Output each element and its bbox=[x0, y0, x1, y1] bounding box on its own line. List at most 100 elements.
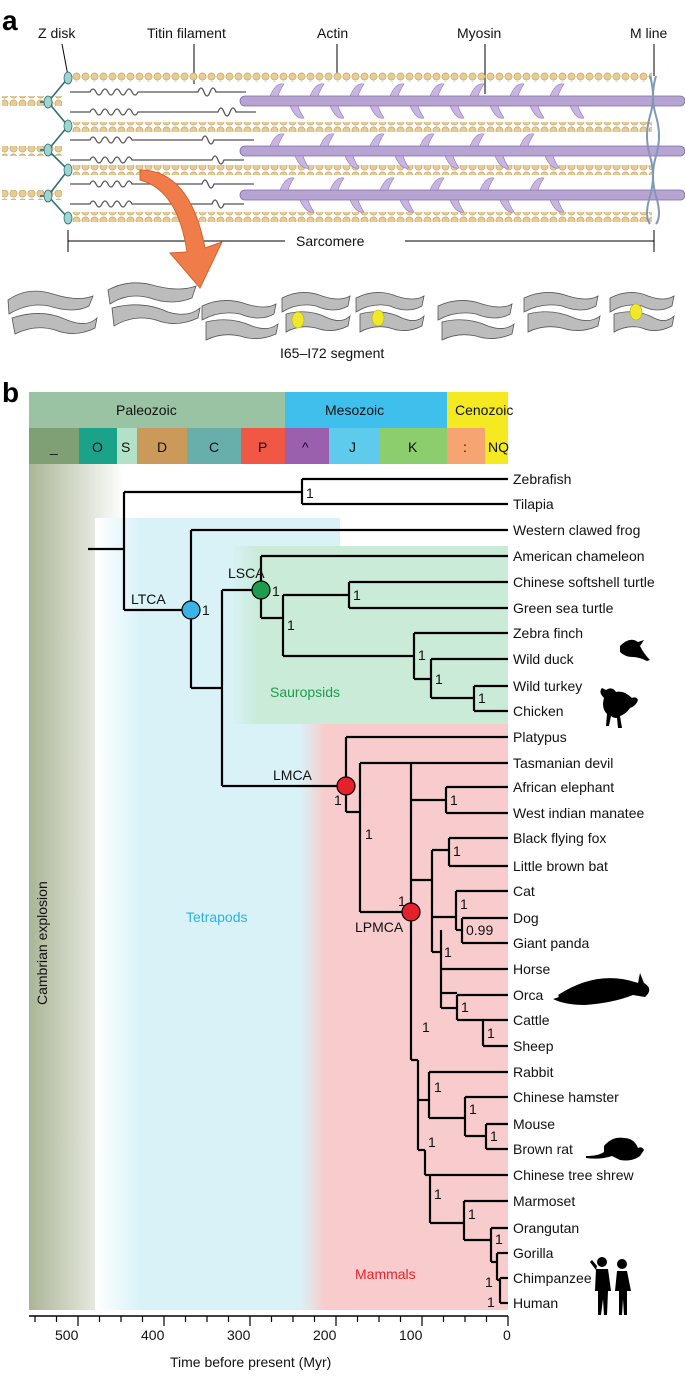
period-devonian-label: D bbox=[157, 439, 167, 455]
period-triassic-box bbox=[285, 428, 329, 464]
lsca-node bbox=[251, 580, 271, 600]
support-value: 1 bbox=[450, 792, 458, 808]
support-value-099: 0.99 bbox=[466, 922, 493, 938]
period-carboniferous-label: C bbox=[209, 439, 219, 455]
sarcomere-illustration bbox=[2, 71, 685, 225]
orca-icon bbox=[553, 973, 650, 1005]
support-value: 1 bbox=[435, 671, 443, 687]
taxon-label: West indian manatee bbox=[513, 805, 644, 821]
taxon-label: Chimpanzee bbox=[513, 1270, 592, 1286]
period-paleogene-box bbox=[447, 428, 485, 464]
period-permian-label: P bbox=[258, 439, 267, 455]
era-paleozoic-band bbox=[29, 392, 285, 428]
support-value: 1 bbox=[495, 1231, 503, 1247]
human-icon bbox=[590, 1257, 631, 1315]
taxon-label: Chinese hamster bbox=[513, 1089, 619, 1105]
taxon-label: Orca bbox=[513, 987, 544, 1003]
taxon-label: Western clawed frog bbox=[513, 522, 640, 538]
support-value: 1 bbox=[334, 792, 342, 808]
taxon-label: Sheep bbox=[513, 1038, 554, 1054]
panel-b: b Paleozoic Mesozoic Cenozoic _ O S D C … bbox=[2, 377, 655, 1370]
taxon-label: Little brown bat bbox=[513, 858, 608, 874]
taxon-label: Human bbox=[513, 1295, 558, 1311]
myosin-label: Myosin bbox=[457, 25, 501, 41]
tick-label-200: 200 bbox=[313, 1327, 337, 1343]
era-mesozoic-band bbox=[285, 392, 447, 428]
taxon-label: Dog bbox=[513, 910, 539, 926]
m-line-label: M line bbox=[630, 25, 668, 41]
support-value: 1 bbox=[398, 893, 406, 909]
taxon-label: Mouse bbox=[513, 1116, 555, 1132]
lmca-node bbox=[336, 776, 356, 796]
taxon-label: Orangutan bbox=[513, 1220, 579, 1236]
panel-a: a Z disk Titin filament Actin Myosin M l… bbox=[2, 5, 685, 361]
lpmca-label: LPMCA bbox=[355, 919, 404, 935]
support-value: 1 bbox=[453, 843, 461, 859]
taxon-label: Chinese softshell turtle bbox=[513, 574, 655, 590]
support-value: 1 bbox=[468, 1206, 476, 1222]
support-value: 1 bbox=[418, 647, 426, 663]
sarcomere-label: Sarcomere bbox=[296, 233, 365, 249]
silhouettes bbox=[553, 639, 650, 1315]
taxon-label: Zebra finch bbox=[513, 625, 583, 641]
period-neogene-box bbox=[485, 428, 508, 464]
support-value: 1 bbox=[485, 1274, 493, 1290]
era-cenozoic-label: Cenozoic bbox=[455, 402, 513, 418]
titin-filament-label: Titin filament bbox=[147, 25, 226, 41]
tick-label-500: 500 bbox=[55, 1327, 79, 1343]
era-mesozoic-label: Mesozoic bbox=[325, 402, 384, 418]
support-value: 1 bbox=[428, 1134, 436, 1150]
support-value: 1 bbox=[490, 1128, 498, 1144]
support-value: 1 bbox=[469, 1101, 477, 1117]
mammals-label: Mammals bbox=[355, 1266, 416, 1282]
tick-label-100: 100 bbox=[399, 1327, 423, 1343]
actin-label: Actin bbox=[317, 25, 348, 41]
taxon-label: African elephant bbox=[513, 779, 614, 795]
taxon-label: Chicken bbox=[513, 703, 564, 719]
segment-label: I65–I72 segment bbox=[280, 345, 384, 361]
taxon-label: Zebrafish bbox=[513, 471, 571, 487]
period-jurassic-label: J bbox=[349, 439, 356, 455]
support-value: 1 bbox=[487, 1294, 495, 1310]
ltca-label: LTCA bbox=[131, 591, 166, 607]
period-cretaceous-label: K bbox=[408, 439, 418, 455]
taxon-label: Gorilla bbox=[513, 1245, 554, 1261]
support-value: 1 bbox=[365, 826, 373, 842]
chicken-icon bbox=[600, 688, 638, 728]
protein-structure bbox=[7, 282, 675, 341]
support-value: 1 bbox=[287, 617, 295, 633]
era-paleozoic-label: Paleozoic bbox=[116, 402, 177, 418]
z-disk-label: Z disk bbox=[38, 25, 76, 41]
support-value: 1 bbox=[306, 485, 314, 501]
support-values: 1 1 1 1 1 1 1 1 1 1 1 1 1 1 0.99 1 1 1 1… bbox=[202, 485, 503, 1310]
period-cambrian-box bbox=[29, 428, 79, 464]
period-silurian-box bbox=[117, 428, 137, 464]
period-ordovician-label: O bbox=[92, 439, 103, 455]
support-value: 1 bbox=[353, 587, 361, 603]
phylogenetic-tree bbox=[88, 477, 508, 1305]
taxon-label: Black flying fox bbox=[513, 830, 606, 846]
panel-a-letter: a bbox=[2, 5, 18, 36]
period-neogene-label: NQ bbox=[488, 439, 509, 455]
period-silurian-label: S bbox=[121, 439, 130, 455]
lsca-label: LSCA bbox=[228, 565, 265, 581]
mammals-region bbox=[300, 724, 508, 1310]
taxon-label: Tilapia bbox=[513, 496, 554, 512]
support-value: 1 bbox=[478, 690, 486, 706]
taxon-label: Horse bbox=[513, 961, 551, 977]
taxon-label: Rabbit bbox=[513, 1064, 554, 1080]
support-value: 1 bbox=[444, 944, 452, 960]
support-value: 1 bbox=[434, 1186, 442, 1202]
finch-icon bbox=[620, 639, 650, 661]
taxon-label: Marmoset bbox=[513, 1193, 575, 1209]
lpmca-node bbox=[401, 902, 421, 922]
zoom-arrow-icon bbox=[139, 169, 223, 289]
support-value: 1 bbox=[460, 896, 468, 912]
time-axis: 500 400 300 200 100 0 Time before presen… bbox=[29, 1315, 511, 1370]
axis-title: Time before present (Myr) bbox=[170, 1354, 331, 1370]
ltca-node bbox=[181, 600, 201, 620]
tick-label-400: 400 bbox=[141, 1327, 165, 1343]
taxon-label: Tasmanian devil bbox=[513, 755, 613, 771]
